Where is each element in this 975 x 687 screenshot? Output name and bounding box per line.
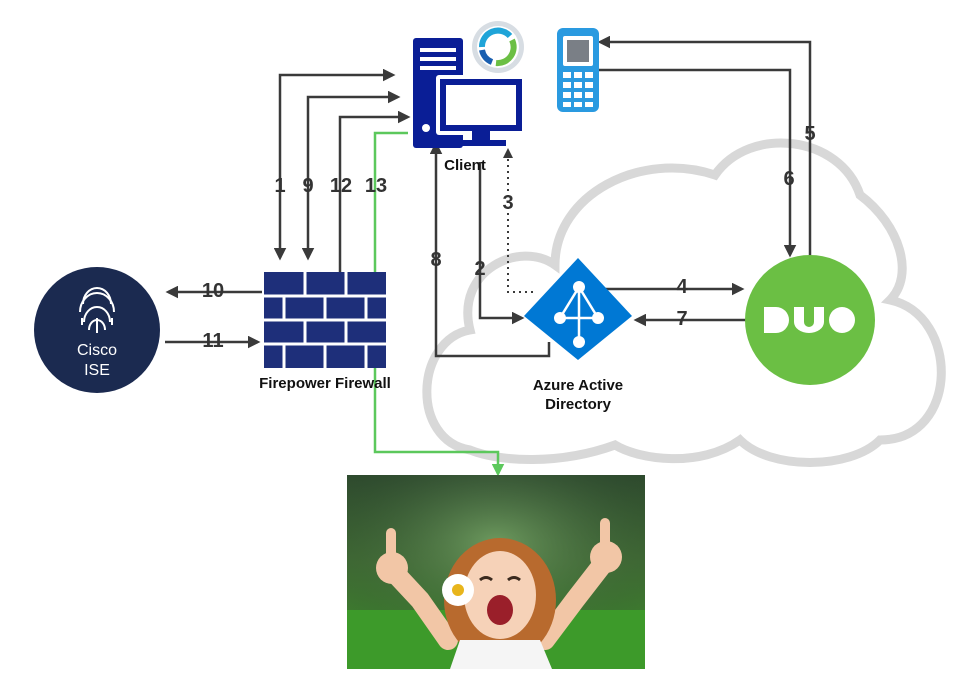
step-3-label: 3	[502, 192, 513, 214]
step-8-connector	[429, 141, 551, 358]
step-9-label: 9	[302, 175, 313, 197]
azure-label-line1: Azure Active	[533, 377, 623, 394]
cisco-ise-node: Cisco ISE	[34, 267, 160, 393]
mobile-phone-icon	[557, 28, 599, 112]
ise-label-line2: ISE	[84, 362, 110, 379]
step-5-label: 5	[804, 123, 815, 145]
step-4-label: 4	[676, 276, 688, 298]
step-5-connector	[597, 35, 812, 256]
step-9-connector	[301, 90, 401, 261]
firewall-label: Firepower Firewall	[259, 375, 391, 392]
step-3-connector	[503, 148, 533, 293]
step-12-connector	[338, 110, 411, 272]
ise-label-line1: Cisco	[77, 342, 117, 359]
vpn-client-logo-icon	[472, 21, 524, 73]
step-7-label: 7	[676, 308, 687, 330]
duo-logo	[764, 307, 855, 333]
daisy-flower	[442, 574, 474, 606]
fingerprint-icon	[79, 287, 115, 333]
step-1-connector	[273, 68, 396, 261]
step-13-success-path	[373, 131, 505, 477]
azure-label-line2: Directory	[545, 396, 612, 413]
step-8-label: 8	[430, 249, 441, 271]
duo-node	[745, 255, 875, 385]
success-photo	[347, 475, 645, 669]
client-label: Client	[444, 157, 486, 174]
firewall-icon	[264, 272, 386, 368]
step-10-label: 10	[202, 280, 224, 302]
step-6-label: 6	[783, 168, 794, 190]
step-12-label: 12	[330, 175, 352, 197]
azure-ad-icon	[524, 258, 632, 360]
client-computer-icon	[413, 38, 526, 148]
step-2-connector	[478, 162, 525, 325]
step-11-label: 11	[202, 330, 223, 352]
step-1-label: 1	[274, 175, 285, 197]
step-2-label: 2	[474, 258, 485, 280]
step-6-connector	[598, 68, 797, 258]
step-13-label: 13	[365, 175, 387, 197]
